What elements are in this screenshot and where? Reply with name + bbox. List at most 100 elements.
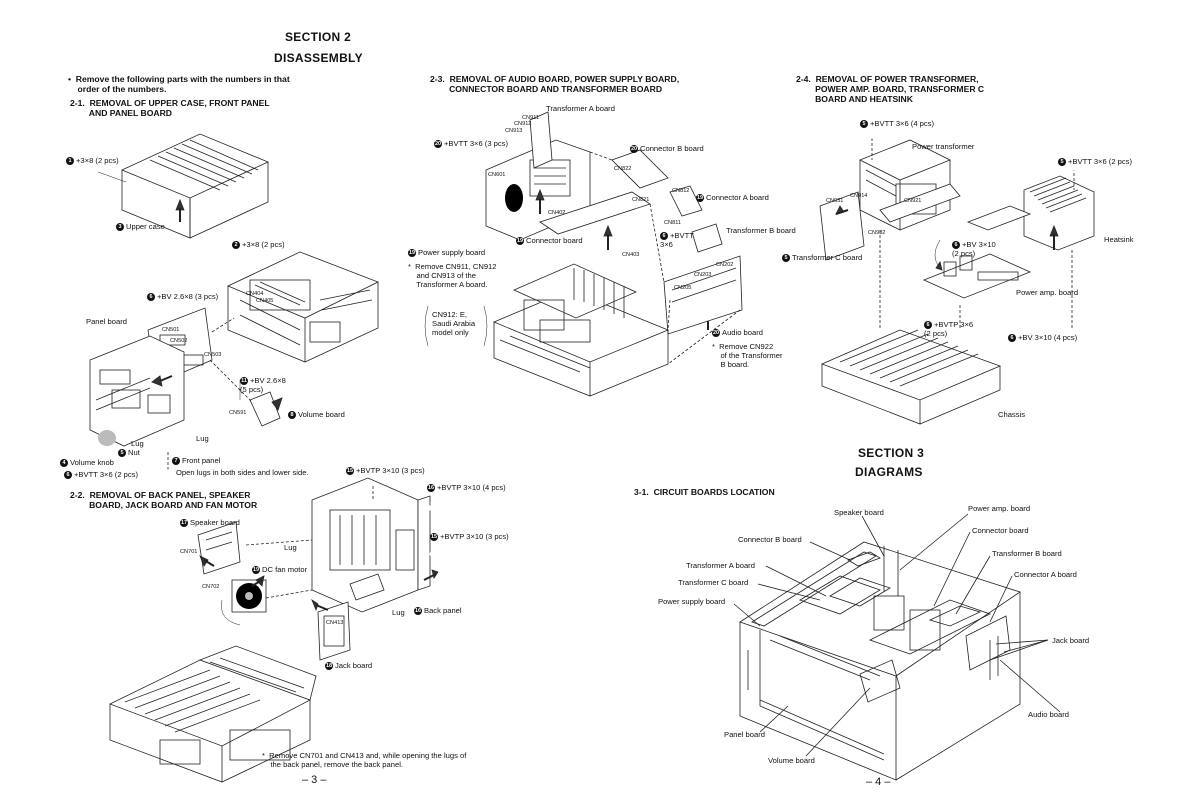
label-3-1-connector-b: Connector B board (738, 535, 802, 544)
label-cn591: CN591 (229, 410, 247, 416)
label-cn402: CN402 (548, 210, 566, 216)
heading-2-1: 2-1. REMOVAL OF UPPER CASE, FRONT PANEL … (70, 98, 270, 118)
label-screw-1: +3×8 (2 pcs) (66, 156, 119, 165)
label-bvtt-3-6: +BVTT 3×6 (2 pcs) (64, 470, 138, 479)
label-3-1-transformer-c: Transformer C board (678, 578, 749, 587)
label-cn203: CN203 (694, 272, 712, 278)
heading-2-4: 2-4. REMOVAL OF POWER TRANSFORMER, POWER… (796, 74, 985, 104)
label-cn702: CN702 (202, 584, 220, 590)
label-3-1-transformer-b: Transformer B board (992, 549, 1062, 558)
label-cn413: CN413 (326, 620, 344, 626)
label-3-1-power-supply: Power supply board (658, 597, 726, 606)
note-2-3-c: * Remove CN922 of the Transformer B boar… (712, 342, 783, 369)
label-cn921: CN921 (904, 198, 922, 204)
label-cn502: CN502 (170, 338, 188, 344)
label-cn821: CN821 (632, 197, 650, 203)
label-transformer-b: Transformer B board (726, 226, 796, 235)
label-cn503: CN503 (204, 352, 222, 358)
label-screw-2: +3×8 (2 pcs) (232, 240, 285, 249)
label-bvtt-3x6: +BVTT 3×6 (660, 231, 694, 249)
label-cn403: CN403 (622, 252, 640, 258)
label-3-1-connector-a: Connector A board (1014, 570, 1077, 579)
label-open-lugs: Open lugs in both sides and lower side. (176, 468, 309, 477)
label-bvtt-2pcs: +BVTT 3×6 (2 pcs) (1058, 157, 1132, 166)
page-number-left: – 3 – (302, 774, 327, 786)
heading-2-2: 2-2. REMOVAL OF BACK PANEL, SPEAKER BOAR… (70, 490, 258, 510)
label-transformer-c: Transformer C board (782, 253, 862, 262)
label-cn501: CN501 (162, 327, 180, 333)
label-bv-3x10-4pcs: +BV 3×10 (4 pcs) (1008, 333, 1077, 342)
label-upper-case: Upper case (116, 222, 165, 231)
section-2-heading: SECTION 2 (285, 30, 352, 44)
label-bvtp-3x6: +BVTP 3×6 (2 pcs) (924, 320, 973, 338)
label-volume-board: Volume board (288, 410, 345, 419)
label-panel-board: Panel board (86, 317, 127, 326)
label-cn205: CN205 (674, 285, 692, 291)
label-cn404: CN404 (246, 291, 264, 297)
label-lug-4: Lug (392, 608, 405, 617)
label-3-1-jack-board: Jack board (1052, 636, 1090, 645)
label-jack-board: Jack board (325, 661, 372, 670)
label-dc-fan-motor: DC fan motor (252, 565, 307, 574)
label-3-1-power-amp: Power amp. board (968, 504, 1031, 513)
note-2-3-b: CN912: E, Saudi Arabia model only (432, 310, 476, 337)
label-cn911: CN911 (522, 115, 539, 121)
label-cn914: CN914 (850, 193, 868, 199)
note-2-2: * Remove CN701 and CN413 and, while open… (262, 751, 467, 769)
label-chassis: Chassis (998, 410, 1026, 419)
label-lug-2: Lug (196, 434, 209, 443)
label-power-supply: Power supply board (408, 248, 485, 257)
label-speaker-board: Speaker board (180, 518, 240, 527)
section-3-heading: SECTION 3 (858, 446, 925, 460)
label-3-1-speaker-board: Speaker board (834, 508, 884, 517)
label-cn601: CN601 (488, 172, 506, 178)
label-lug-3: Lug (284, 543, 297, 552)
note-2-3-a: * Remove CN911, CN912 and CN913 of the T… (408, 262, 497, 289)
heading-3-1: 3-1. CIRCUIT BOARDS LOCATION (634, 487, 775, 497)
label-cn811: CN811 (664, 220, 681, 226)
label-3-1-connector-board: Connector board (972, 526, 1029, 535)
label-cn913: CN913 (505, 128, 523, 134)
label-connector-b: Connector B board (630, 144, 704, 153)
label-bvtt-2-3: +BVTT 3×6 (3 pcs) (434, 139, 508, 148)
label-audio-board: Audio board (712, 328, 763, 337)
label-3-1-transformer-a: Transformer A board (686, 561, 755, 570)
label-nut: Nut (118, 448, 140, 457)
label-front-panel: Front panel (172, 456, 220, 465)
label-lug-1: Lug (131, 439, 144, 448)
heading-2-3: 2-3. REMOVAL OF AUDIO BOARD, POWER SUPPL… (430, 74, 680, 94)
label-cn912: CN912 (514, 121, 532, 127)
label-cn202: CN202 (716, 262, 734, 268)
label-3-1-audio-board: Audio board (1028, 710, 1069, 719)
page-number-right: – 4 – (866, 776, 891, 788)
section-2-title: DISASSEMBLY (274, 51, 363, 65)
label-power-transformer: Power transformer (912, 142, 975, 151)
label-cn822: CN822 (614, 166, 632, 172)
label-bv-3x10: +BV 3×10 (2 pcs) (952, 240, 996, 258)
label-transformer-a: Transformer A board (546, 104, 615, 113)
label-cn701: CN701 (180, 549, 198, 555)
label-connector-board: Connector board (516, 236, 583, 245)
label-volume-knob: Volume knob (60, 458, 114, 467)
section-3-title: DIAGRAMS (855, 465, 923, 479)
label-3-1-panel-board: Panel board (724, 730, 765, 739)
label-power-amp: Power amp. board (1016, 288, 1079, 297)
label-connector-a: Connector A board (696, 193, 769, 202)
label-bvtp-3: +BVTP 3×10 (3 pcs) (430, 532, 509, 541)
label-cn405: CN405 (256, 298, 274, 304)
label-bvtp-2: +BVTP 3×10 (4 pcs) (427, 483, 506, 492)
label-bv-2-6-5pcs: +BV 2.6×8 (5 pcs) (240, 376, 286, 394)
label-cn931: CN931 (826, 198, 844, 204)
intro-text: • Remove the following parts with the nu… (68, 74, 290, 94)
label-cn932: CN932 (868, 230, 886, 236)
label-bvtt-2-4: +BVTT 3×6 (4 pcs) (860, 119, 934, 128)
label-bv-2-6: +BV 2.6×8 (3 pcs) (147, 292, 218, 301)
label-back-panel: Back panel (414, 606, 462, 615)
label-bvtp-1: +BVTP 3×10 (3 pcs) (346, 466, 425, 475)
label-3-1-volume-board: Volume board (768, 756, 815, 765)
